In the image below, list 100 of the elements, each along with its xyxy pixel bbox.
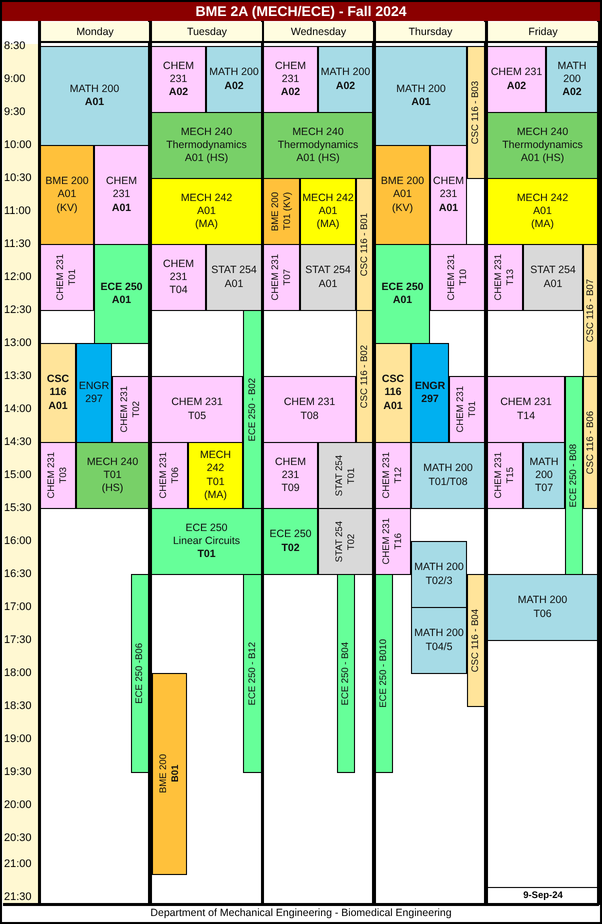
time-label: 13:30	[4, 369, 33, 383]
class-block: CHEM 231 T03	[40, 442, 76, 509]
time-label: 10:00	[4, 138, 33, 152]
class-block: ECE 250 T02	[263, 508, 318, 575]
class-block: MECH 242 A01 (MA)	[487, 178, 598, 245]
time-label: 10:30	[4, 171, 33, 185]
time-label: 15:00	[4, 468, 33, 482]
class-block: MATH 200 A02	[206, 46, 262, 113]
class-block: MECH 240 Thermodynamics A01 (HS)	[151, 112, 262, 179]
time-label: 19:30	[4, 765, 33, 779]
class-block: CHEM 231 T09	[263, 442, 318, 509]
class-block: STAT 254 T01	[318, 442, 373, 509]
time-label: 11:30	[4, 237, 32, 251]
class-block: CSC 116 A01	[375, 343, 411, 443]
footer-caption: Department of Mechanical Engineering - Biomedical Engineering	[149, 906, 453, 920]
class-block: CHEM 231 T12	[375, 442, 411, 509]
class-block: CHEM 231 T15	[487, 442, 523, 509]
class-block: STAT 254 A01	[206, 244, 262, 311]
class-block: CHEM 231 T13	[487, 244, 523, 311]
day-header: Tuesday	[152, 22, 262, 43]
time-label: 20:00	[4, 798, 33, 812]
class-block: CSC 116 - B01	[356, 178, 373, 311]
class-block: STAT 254 A01	[300, 244, 356, 311]
class-block: CSC 116 A01	[40, 343, 76, 443]
class-block: MECH 242 A01 (MA)	[300, 178, 356, 245]
time-label: 16:00	[4, 534, 33, 548]
class-block: STAT 254 A01	[523, 244, 583, 311]
class-block: CHEM 231 T07	[263, 244, 300, 311]
class-block: CHEM 231 T10	[430, 244, 485, 311]
class-block: MECH 240 Thermodynamics A01 (HS)	[487, 112, 598, 179]
class-block: ECE 250 Linear Circuits T01	[151, 508, 262, 575]
class-block: CHEM 231 A01	[94, 145, 149, 245]
class-block: ECE 250 - B08	[565, 376, 583, 575]
class-block: MECH 242 A01 (MA)	[151, 178, 262, 245]
time-label: 8:30	[4, 39, 26, 53]
class-block: MATH 200 T06	[487, 574, 598, 641]
class-block: ECE 250 - B04	[337, 574, 355, 773]
class-block: BME 200 T01 (KV)	[263, 178, 300, 245]
time-label: 14:00	[4, 402, 33, 416]
class-block: MATH 200 A01	[375, 46, 467, 146]
title-bar: BME 2A (MECH/ECE) - Fall 2024	[2, 2, 600, 21]
day-header: Monday	[41, 22, 149, 43]
time-label: 17:00	[4, 600, 33, 614]
class-block: ECE 250 - B12	[243, 574, 262, 773]
day-header: Wednesday	[264, 22, 373, 43]
class-block: CHEM 231 T14	[487, 376, 565, 443]
day-header: Friday	[488, 22, 598, 43]
class-block: CHEM 231 T06	[151, 442, 188, 509]
class-block: ECE 250 - B02	[243, 310, 262, 509]
class-block: MECH 240 Thermodynamics A01 (HS)	[263, 112, 373, 179]
class-block: CHEM 231 T16	[375, 508, 411, 575]
class-block: CSC 116 - B03	[467, 46, 485, 179]
time-label: 12:00	[4, 270, 33, 284]
class-block: MATH 200 A02	[318, 46, 373, 113]
class-block: CHEM 231 T02	[112, 376, 149, 443]
class-block: MECH 242 T01 (MA)	[188, 442, 243, 509]
class-block: CHEM 231 A02	[263, 46, 318, 113]
time-label: 11:00	[4, 204, 32, 218]
class-block: ENGR 297	[411, 343, 449, 443]
time-label: 18:00	[4, 666, 33, 680]
time-label: 17:30	[4, 633, 33, 647]
class-block: CHEM 231 A02	[487, 46, 546, 113]
class-block: CSC 116 - B07	[583, 244, 598, 377]
class-block: ENGR 297	[76, 343, 112, 443]
time-label: 21:30	[4, 890, 33, 904]
time-label: 9:30	[4, 105, 26, 119]
class-block: CHEM 231 T01	[40, 244, 94, 311]
class-block: ECE 250 -B06	[131, 574, 149, 773]
time-label: 18:30	[4, 699, 33, 713]
class-block: MATH 200 T02/3	[411, 541, 467, 608]
time-label: 12:30	[4, 303, 33, 317]
class-block: BME 200 A01 (KV)	[40, 145, 94, 245]
time-label: 9:00	[4, 72, 26, 86]
time-label: 15:30	[4, 501, 33, 515]
time-label: 20:30	[4, 831, 33, 845]
class-block: CSC 116 - B02	[356, 310, 373, 443]
class-block: CHEM 231 T08	[263, 376, 356, 443]
class-block: CHEM 231 A02	[151, 46, 206, 113]
time-label: 13:00	[4, 336, 33, 350]
class-block: BME 200 B01	[152, 673, 187, 875]
class-block: MATH 200 A01	[40, 46, 149, 146]
class-block: ECE 250 A01	[94, 244, 149, 344]
class-block: CHEM 231 A01	[430, 145, 467, 245]
class-block: CHEM 231 T04	[151, 244, 206, 311]
class-block: ECE 250 - B010	[375, 574, 393, 773]
class-block: MATH 200 T04/5	[411, 607, 467, 674]
day-header: Thursday	[376, 22, 485, 43]
class-block: CSC 116 - B04	[467, 574, 485, 707]
class-block: CSC 116 - B06	[583, 376, 598, 509]
time-label: 19:00	[4, 732, 33, 746]
class-block: ECE 250 A01	[375, 244, 430, 344]
time-label: 16:30	[4, 567, 33, 581]
class-block: BME 200 A01 (KV)	[375, 145, 430, 245]
class-block: MATH 200 T01/T08	[411, 442, 485, 509]
date-label: 9-Sep-24	[488, 887, 598, 903]
class-block: CHEM 231 T01	[449, 376, 485, 443]
class-block: MECH 240 T01 (HS)	[76, 442, 149, 509]
time-label: 21:00	[4, 857, 33, 871]
class-block: MATH 200 A02	[546, 46, 598, 113]
class-block: STAT 254 T02	[318, 508, 373, 575]
